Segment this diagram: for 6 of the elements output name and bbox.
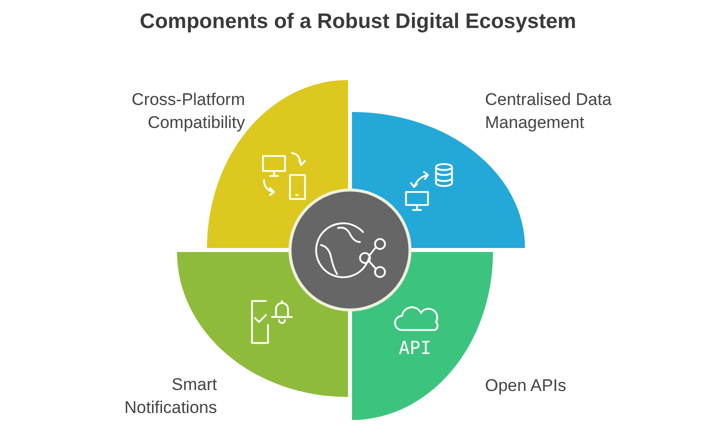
api-label: API bbox=[398, 338, 432, 359]
segment-label: Cross-Platform Compatibility bbox=[130, 89, 245, 134]
segment-label: Smart Notifications bbox=[123, 374, 217, 419]
segment-label: Centralised Data Management bbox=[485, 89, 613, 134]
segment-label: Open APIs bbox=[485, 375, 568, 397]
diagram-title: Components of a Robust Digital Ecosystem bbox=[138, 10, 578, 34]
